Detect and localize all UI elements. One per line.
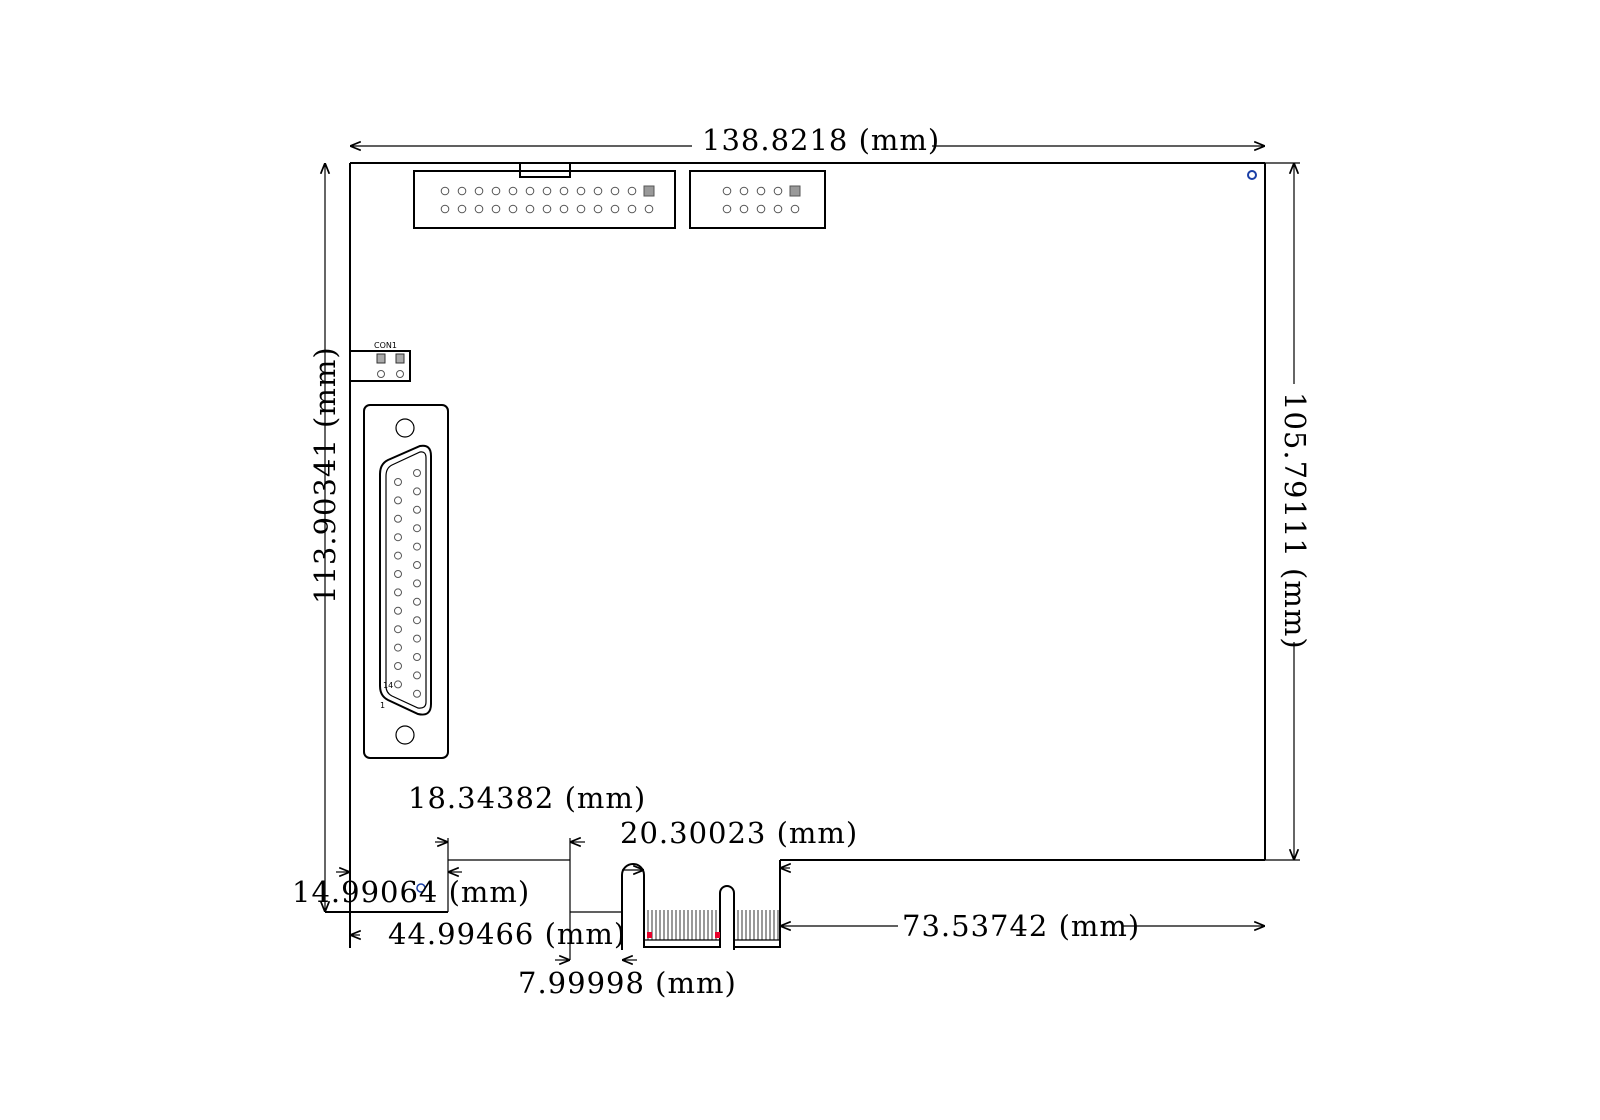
header-large-pins — [440, 185, 655, 214]
dsub-pin — [413, 671, 421, 680]
dsub-pin — [413, 542, 421, 551]
dim-left-height-label: 113.90341 (mm) — [308, 346, 342, 604]
header-small-pin1 — [789, 185, 801, 197]
header-small-pin — [756, 204, 766, 214]
dim-73-label: 73.53742 (mm) — [902, 909, 1140, 943]
dsub-pins — [394, 469, 421, 698]
dsub-pin — [394, 551, 402, 560]
header-large-pin — [474, 186, 484, 196]
dsub-pin — [413, 597, 421, 606]
edge-connector — [621, 860, 781, 950]
header-large-pin — [542, 204, 552, 214]
header-small-pin — [773, 186, 783, 196]
dimension-44: 44.99466 (mm) — [350, 911, 626, 951]
con1-label: CON1 — [374, 341, 397, 350]
header-large-pin — [525, 204, 535, 214]
dim-7-label: 7.99998 (mm) — [518, 966, 737, 1000]
dsub-pin — [413, 689, 421, 698]
dim-20-label: 20.30023 (mm) — [620, 816, 858, 850]
hole-marker-icon — [416, 883, 426, 893]
header-large-pin — [610, 186, 620, 196]
dsub-pin — [413, 524, 421, 533]
header-small-pin — [773, 204, 783, 214]
header-large-pin — [508, 186, 518, 196]
dsub-pin1-label: 1 — [380, 701, 385, 710]
header-large-pin — [525, 186, 535, 196]
dsub-pin — [394, 625, 402, 634]
mount-hole-icon — [1247, 170, 1257, 180]
dimension-top-width: 138.8218 (mm) — [350, 123, 1265, 157]
header-large-pin — [542, 186, 552, 196]
header-large-pin — [457, 186, 467, 196]
edge-fingers — [647, 910, 779, 940]
dsub-pin — [394, 588, 402, 597]
dsub-pin — [413, 653, 421, 661]
header-large-pin — [440, 186, 450, 196]
dsub-pin — [413, 505, 421, 514]
dim-44-label: 44.99466 (mm) — [388, 917, 626, 951]
dimension-7: 7.99998 (mm) — [518, 960, 737, 1000]
dsub-pin — [394, 478, 402, 486]
dsub-pin — [394, 643, 402, 652]
dsub-pin — [394, 680, 402, 689]
dimension-20: 20.30023 (mm) — [620, 816, 858, 870]
dimension-18: 18.34382 (mm) — [408, 781, 646, 960]
header-large-pin1 — [643, 185, 655, 197]
dsub-pin — [413, 634, 421, 643]
dsub-pin — [413, 616, 421, 625]
dsub-pin — [394, 514, 402, 523]
header-large-pin — [576, 204, 586, 214]
header-small-pins — [722, 185, 801, 214]
header-large-pin — [627, 186, 637, 196]
dsub-pin14-label: 14 — [383, 681, 393, 690]
dim-top-width-label: 138.8218 (mm) — [702, 123, 940, 157]
board-outline — [325, 162, 1266, 948]
dsub-pin — [394, 533, 402, 542]
header-large-pin — [559, 186, 569, 196]
header-connector-small — [689, 170, 826, 229]
header-small-pin — [739, 204, 749, 214]
header-connector-large — [413, 162, 676, 229]
header-large-pin — [610, 204, 620, 214]
dimension-left-height: 113.90341 (mm) — [308, 163, 342, 912]
dim-14-label: 14.99064 (mm) — [292, 875, 530, 909]
header-large-pin — [593, 204, 603, 214]
header-small-pin — [739, 186, 749, 196]
header-small-pin — [756, 186, 766, 196]
header-small-pin — [722, 204, 732, 214]
dimension-14: 14.99064 (mm) — [292, 872, 530, 909]
header-small-pin — [790, 204, 800, 214]
header-large-pin — [440, 204, 450, 214]
header-large-pin — [576, 186, 586, 196]
dsub-pin — [394, 496, 402, 505]
header-large-pin — [559, 204, 569, 214]
pin1-marker — [647, 932, 652, 938]
dimension-right-height: 105.79111 (mm) — [1265, 162, 1312, 861]
header-large-pin — [508, 204, 518, 214]
con1-connector: CON1 — [349, 341, 411, 382]
dsub-pin — [413, 561, 421, 569]
dsub-pin — [394, 662, 402, 670]
dimension-73: 73.53742 (mm) — [780, 909, 1265, 943]
header-large-pin — [474, 204, 484, 214]
header-large-pin — [627, 204, 637, 214]
dsub-pin — [413, 487, 421, 496]
dsub-pin — [413, 469, 421, 477]
key-marker — [715, 932, 720, 938]
dim-right-height-label: 105.79111 (mm) — [1278, 392, 1312, 650]
header-large-pin — [491, 186, 501, 196]
dsub-connector: 14 1 — [363, 404, 449, 759]
header-large-pin — [457, 204, 467, 214]
dsub-pin — [394, 570, 402, 578]
header-large-pin — [644, 204, 654, 214]
header-large-pin — [593, 186, 603, 196]
header-large-pin — [491, 204, 501, 214]
header-small-pin — [722, 186, 732, 196]
dim-18-label: 18.34382 (mm) — [408, 781, 646, 815]
dsub-pin — [394, 606, 402, 615]
dsub-pin — [413, 579, 421, 588]
